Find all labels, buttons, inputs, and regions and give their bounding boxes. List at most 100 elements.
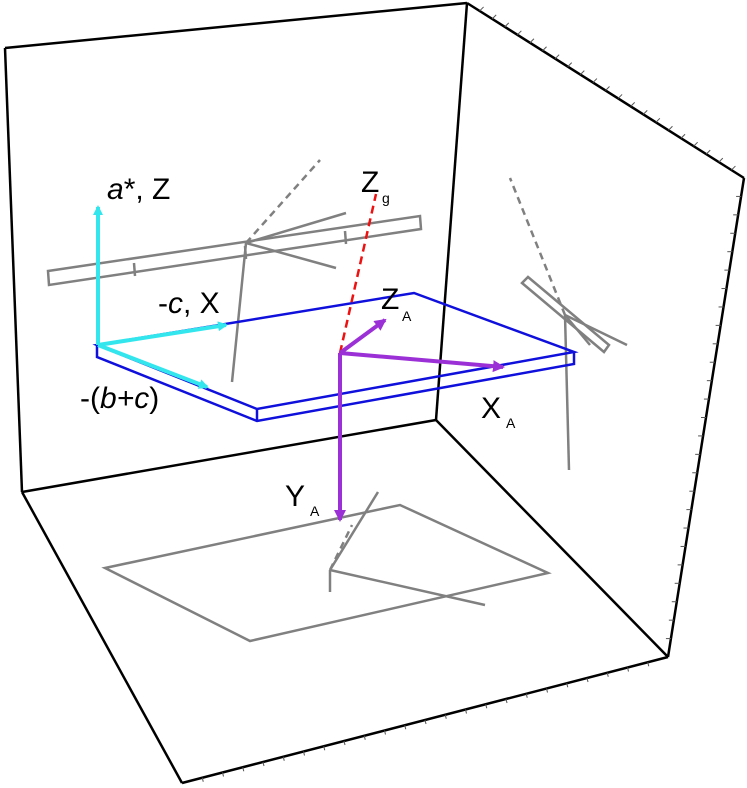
box-tick-marks — [201, 6, 742, 782]
tick-mark — [680, 133, 686, 139]
right-wall-molecule-bond — [564, 313, 628, 347]
zg-label: Z — [361, 166, 379, 199]
tick-mark — [718, 157, 724, 163]
labels: a*, Z -c, X -(b+c) Z g Z A X A Y A — [80, 166, 516, 519]
bc-prefix: -( — [80, 382, 100, 415]
astar-z-label: a*, Z — [107, 173, 170, 206]
crystal-axes — [93, 205, 228, 389]
za-label: Z — [381, 283, 399, 316]
za-axis-arrow — [338, 318, 387, 355]
tick-mark — [529, 38, 535, 44]
molecular-axes — [334, 318, 505, 522]
back-wall-molecule-bond — [230, 242, 248, 383]
ya-main: Y — [285, 480, 305, 513]
tick-mark — [222, 772, 224, 777]
tick-mark — [731, 165, 736, 171]
floor-projection-dashed — [328, 524, 354, 571]
box-edge-back-top — [4, 1, 468, 50]
tick-mark — [655, 117, 661, 123]
minus-c-prefix: - — [158, 287, 168, 320]
astar-rest: *, Z — [124, 173, 171, 206]
tick-mark — [546, 688, 548, 693]
box-edge-back-vertical — [434, 2, 469, 421]
tick-mark — [505, 698, 508, 704]
zg-subscript: g — [382, 190, 390, 206]
tick-mark — [554, 54, 560, 60]
box-edge-floor-left — [20, 491, 184, 784]
box-edge-floor-right — [435, 419, 669, 658]
tick-mark — [424, 719, 427, 725]
tick-mark — [605, 86, 610, 91]
tick-mark — [642, 110, 648, 115]
tick-mark — [630, 102, 636, 107]
back-wall-projection-dashed — [245, 159, 321, 244]
tick-mark — [504, 22, 510, 28]
ya-label: Y — [285, 480, 305, 513]
box-edge-back-bottom — [21, 418, 437, 494]
floor-molecule-bond — [328, 491, 380, 571]
tick-mark — [404, 725, 407, 730]
xa-main: X — [481, 392, 501, 425]
tick-mark — [384, 730, 386, 735]
bc-italic: b+c — [100, 382, 149, 415]
xa-subscript: A — [506, 415, 516, 431]
tick-mark — [617, 94, 623, 99]
tick-mark — [465, 709, 467, 714]
tick-mark — [627, 667, 629, 672]
minus-bc-axis-arrow — [97, 343, 209, 389]
right-wall-projection — [508, 177, 628, 471]
zg-main: Z — [361, 166, 379, 199]
minus-c-x-label: -c, X — [158, 287, 220, 320]
floor-plate-projection — [101, 503, 552, 643]
plate-front-edge — [95, 345, 576, 423]
astar-a: a — [107, 173, 124, 206]
bc-suffix: ) — [149, 382, 159, 415]
box-edge-back-left — [3, 47, 24, 493]
right-wall-molecule-bond — [563, 314, 571, 471]
floor-projection — [101, 491, 552, 643]
tick-mark — [567, 62, 573, 67]
tick-mark — [363, 735, 366, 740]
minus-bc-label: -(b+c) — [80, 382, 159, 415]
back-wall-plate-divider — [132, 262, 137, 277]
minus-c-c: c — [168, 287, 183, 320]
xa-label: X — [481, 392, 501, 425]
tick-mark — [444, 714, 447, 719]
tick-mark — [579, 70, 585, 75]
tick-mark — [606, 672, 609, 677]
tick-mark — [647, 662, 650, 667]
back-wall-plate-divider — [343, 230, 348, 245]
back-wall-molecule-bond — [245, 211, 347, 245]
tick-mark — [586, 677, 589, 683]
tick-mark — [517, 30, 522, 36]
tick-mark — [668, 125, 673, 131]
back-wall-molecule-bond — [245, 241, 337, 270]
tick-mark — [282, 756, 285, 761]
tick-mark — [242, 767, 245, 772]
za-main: Z — [381, 283, 399, 316]
xa-axis-arrow — [339, 351, 505, 373]
back-wall-projection — [46, 159, 423, 383]
tick-mark — [566, 683, 569, 688]
tick-mark — [303, 751, 305, 756]
tick-mark — [485, 704, 488, 709]
minus-c-rest: , X — [183, 287, 220, 320]
right-wall-molecule-bond — [564, 314, 591, 346]
tick-mark — [343, 740, 346, 746]
right-wall-projection-dashed — [508, 177, 567, 316]
back-wall-plate-projection — [46, 214, 423, 287]
tick-mark — [201, 777, 204, 782]
tick-mark — [705, 149, 711, 155]
za-subscript: A — [402, 308, 412, 324]
tick-mark — [491, 14, 497, 20]
ya-subscript: A — [310, 503, 320, 519]
minus-c-x-axis-arrow — [97, 321, 228, 347]
tick-mark — [262, 761, 265, 767]
zg-dashed-line — [338, 193, 378, 354]
floor-molecule-bond — [329, 568, 486, 607]
tick-mark — [693, 141, 698, 147]
tick-mark — [542, 46, 547, 52]
tick-mark — [479, 6, 484, 12]
tick-mark — [525, 693, 528, 698]
